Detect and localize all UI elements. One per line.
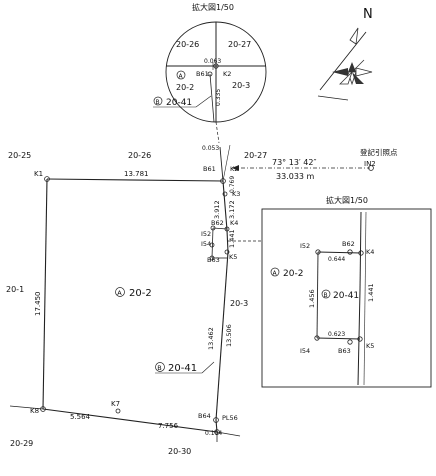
dist-3912: 3.912 [213, 200, 221, 219]
rect-point-i54: I54 [300, 347, 310, 355]
rect-point-k4: K4 [366, 248, 374, 256]
circle-parcel-20-2: 20-2 [176, 83, 194, 92]
reference-point-id: IN2 [364, 160, 376, 168]
circle-mark-a-ring [176, 70, 186, 80]
rect-point-b62: B62 [342, 240, 355, 248]
parcel-20-30: 20-30 [168, 447, 191, 456]
point-i54: I54 [201, 240, 211, 248]
point-k5: K5 [229, 253, 237, 261]
point-k2: K2 [230, 165, 238, 173]
dist-left-edge: 17.450 [34, 292, 42, 317]
dist-0053: 0.053 [202, 145, 219, 152]
main-sub-parcel-number: 20-41 [168, 363, 197, 374]
circle-dist-0063: 0.063 [204, 58, 221, 65]
point-b64: B64 [198, 412, 211, 420]
circle-parcel-20-27: 20-27 [228, 40, 251, 49]
rect-mark-a: A [273, 270, 278, 277]
point-k4: K4 [230, 219, 238, 227]
north-arrow-icon [317, 27, 373, 101]
parcel-20-27: 20-27 [244, 151, 267, 160]
circle-scale-title: 拡大図1/50 [192, 2, 234, 12]
rect-dist-1456: 1.456 [308, 289, 316, 308]
reference-arrowhead [232, 165, 239, 171]
rect-point-i52: I52 [300, 242, 310, 250]
dist-3172: 3.172 [228, 200, 236, 219]
main-mark-b: B [157, 364, 161, 372]
point-b61: B61 [203, 165, 216, 173]
circle-dist-0335: 0.335 [215, 89, 222, 106]
rect-mark-b: B [324, 292, 328, 299]
point-i52: I52 [201, 230, 211, 238]
reference-distance: 33.033 m [276, 172, 315, 181]
rect-point-b63: B63 [338, 347, 351, 355]
parcel-20-29: 20-29 [10, 439, 33, 448]
dist-0104: 0.104 [205, 430, 222, 437]
dist-k2-k3: 0.769 [229, 176, 236, 193]
main-parcel-number: 20-2 [129, 288, 152, 299]
circle-mark-b-ring [153, 96, 163, 106]
dist-13462: 13.462 [207, 327, 215, 350]
circle-parcel-20-41: 20-41 [166, 98, 192, 108]
dist-bottom-left: 5.564 [70, 413, 91, 421]
point-k8: K8 [30, 407, 39, 415]
point-k3: K3 [232, 190, 240, 198]
rect-parcel-b: 20-41 [333, 291, 359, 301]
circle-mark-b: B [156, 99, 160, 106]
rect-point-k5: K5 [366, 342, 374, 350]
circle-parcel-20-3: 20-3 [232, 81, 250, 90]
dist-13506: 13.506 [225, 324, 233, 347]
rect-dist-0623: 0.623 [328, 331, 345, 338]
point-b63: B63 [207, 256, 220, 264]
parcel-20-26: 20-26 [128, 151, 151, 160]
point-k7: K7 [111, 400, 120, 408]
dist-1441: 1.441 [228, 229, 236, 248]
point-k1: K1 [34, 170, 43, 178]
rect-mark-a-ring [270, 267, 280, 277]
rect-mark-b-ring [321, 289, 331, 299]
circle-mark-a: A [179, 73, 184, 80]
circle-point-k2: K2 [223, 70, 231, 78]
rect-scale-title: 拡大図1/50 [326, 195, 368, 205]
reference-label: 登記引照点 [360, 147, 398, 157]
main-parcel-outline [9, 144, 241, 442]
reference-angle: 73° 13′ 42″ [272, 158, 316, 167]
main-mark-a-ring [115, 287, 125, 297]
rect-dist-0644: 0.644 [328, 256, 345, 263]
reference-point-marker [368, 165, 374, 171]
dist-top-edge: 13.781 [124, 170, 149, 178]
rect-detail-frame [261, 208, 432, 388]
main-mark-a: A [117, 289, 122, 297]
point-pl56: PL56 [222, 414, 238, 422]
circle-point-b61: B61 [196, 70, 209, 78]
parcel-20-25: 20-25 [8, 151, 31, 160]
dist-bottom-right: 7.756 [158, 422, 179, 430]
parcel-20-1: 20-1 [6, 285, 24, 294]
north-letter: N [363, 7, 373, 22]
rect-dist-1441: 1.441 [367, 283, 375, 302]
parcel-20-3: 20-3 [230, 299, 248, 308]
main-mark-b-ring [155, 362, 165, 372]
rect-parcel-a: 20-2 [283, 269, 303, 279]
rect-detail-drawing [314, 211, 367, 386]
point-b62: B62 [211, 219, 224, 227]
survey-points [40, 176, 230, 435]
circle-parcel-20-26: 20-26 [176, 40, 199, 49]
